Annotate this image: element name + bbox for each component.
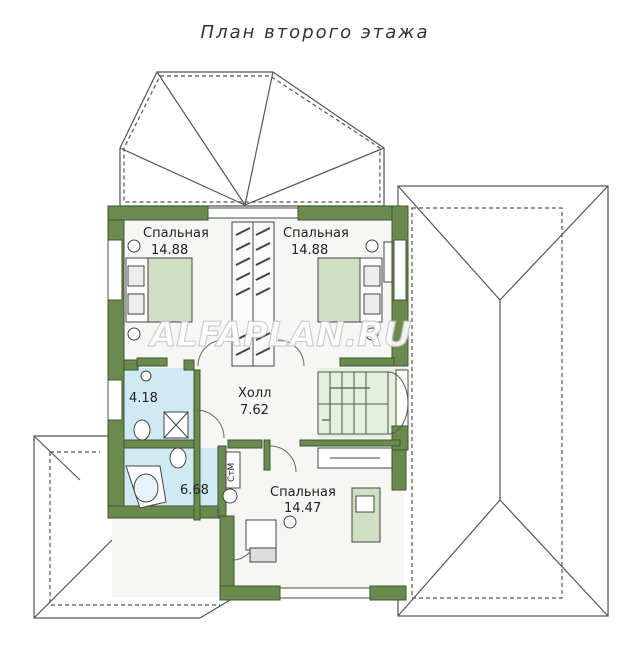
wardrobes xyxy=(231,221,275,367)
bed-left xyxy=(125,239,193,341)
roof-top-bay xyxy=(119,71,385,207)
bath-fixtures xyxy=(125,370,241,509)
label-bedroom-bottom-area: 14.47 xyxy=(284,501,321,516)
label-hall-name: Холл xyxy=(238,386,271,401)
label-bedroom-left-name: Спальная xyxy=(143,226,209,241)
label-bedroom-right-area: 14.88 xyxy=(291,243,328,258)
bedroom-bottom-furniture xyxy=(245,447,393,563)
plan-title: План второго этажа xyxy=(200,22,430,43)
label-bedroom-right-name: Спальная xyxy=(283,226,349,241)
watermark-text: ALFAPLAN.RU xyxy=(147,315,411,355)
roof-right xyxy=(397,185,609,617)
doors xyxy=(195,339,305,561)
label-bedroom-bottom-name: Спальная xyxy=(270,485,336,500)
windows xyxy=(107,207,409,599)
bed-right xyxy=(317,239,393,341)
label-bath-large-tag: СтМ xyxy=(227,463,237,482)
label-hall-area: 7.62 xyxy=(240,403,269,418)
stairs xyxy=(317,371,409,435)
label-bath-small-area: 4.18 xyxy=(129,391,158,406)
label-bath-large-area: 6.68 xyxy=(180,483,209,498)
label-bedroom-left-area: 14.88 xyxy=(151,243,188,258)
